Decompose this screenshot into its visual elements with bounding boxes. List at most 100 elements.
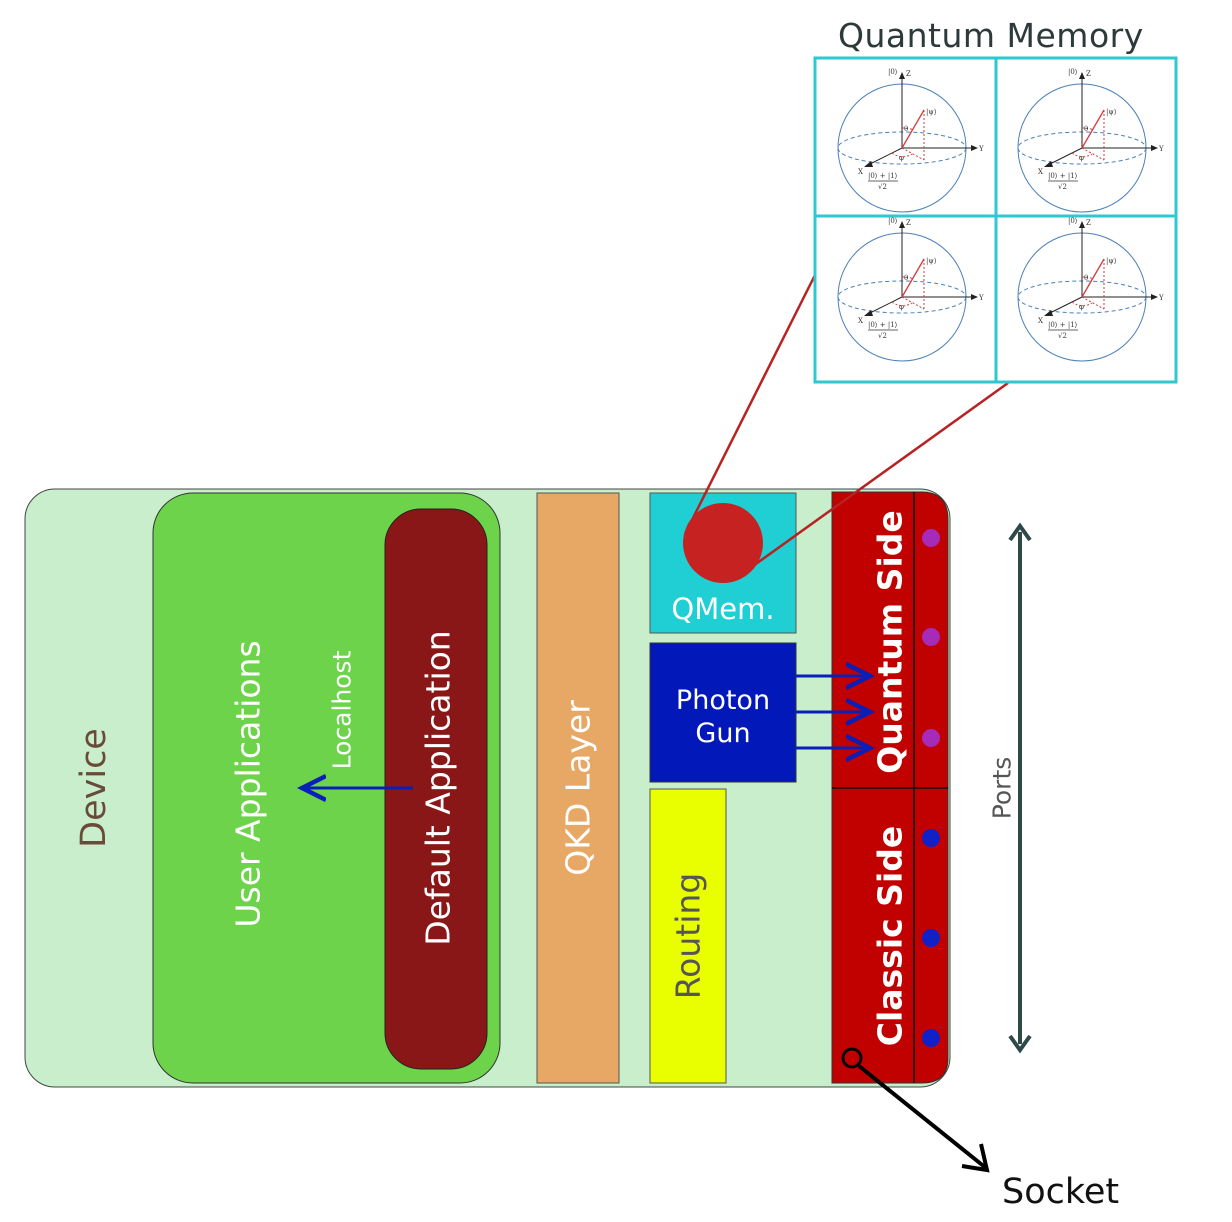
bloch-projection-base [1081, 147, 1105, 161]
bloch-z-arrowhead [1079, 72, 1085, 79]
bloch-y-arrowhead [1151, 294, 1158, 300]
bloch-z-arrowhead [1079, 221, 1085, 228]
bloch-label-z: Z [906, 70, 911, 78]
bloch-y-arrowhead [1151, 145, 1158, 151]
quantum-memory-title: Quantum Memory [838, 16, 1144, 55]
bloch-label-plus-numerator: |0⟩ + |1⟩ [1048, 172, 1078, 180]
bloch-x-arrowhead [1044, 161, 1053, 167]
bloch-spheres: |0⟩ Z Y X |ψ⟩ θ φ |0⟩ + |1⟩ √2 |0⟩ Z Y X |ψ⟩ θ φ |0⟩ + |… [837, 68, 1164, 362]
bloch-x-arrowhead [1044, 310, 1053, 316]
bloch-label-x: X [858, 317, 863, 325]
ports-arrow-head-top [1008, 522, 1032, 542]
socket-line [857, 1064, 988, 1170]
bloch-label-y: Y [1158, 145, 1164, 153]
bloch-label-y: Y [1158, 294, 1164, 302]
bloch-label-phi: φ [899, 303, 904, 311]
photon-gun-label: Photon Gun [650, 684, 796, 750]
quantum-side-label: Quantum Side [870, 510, 910, 774]
bloch-projection-base [901, 296, 925, 310]
bloch-label-theta: θ [1084, 125, 1088, 133]
bloch-projection-base [1081, 296, 1105, 310]
bloch-label-ket0: |0⟩ [888, 217, 898, 225]
bloch-state-vector [1081, 258, 1105, 298]
classic-side-label: Classic Side [870, 825, 910, 1047]
classic-port-1 [922, 829, 940, 847]
bloch-label-plus-denominator: √2 [878, 332, 887, 340]
device-label: Device [74, 728, 114, 848]
socket-arrow-head [961, 1143, 990, 1173]
bloch-label-y: Y [978, 145, 984, 153]
bloch-theta-arc [901, 276, 914, 280]
routing-box [649, 788, 727, 1084]
bloch-state-vector [901, 109, 925, 149]
bloch-label-psi: |ψ⟩ [1106, 257, 1117, 265]
routing-label: Routing [668, 872, 708, 1000]
localhost-label: Localhost [327, 650, 357, 770]
qkd-layer-box [536, 492, 620, 1084]
socket-connector [841, 1047, 863, 1069]
bloch-label-x: X [858, 168, 863, 176]
bloch-theta-arc [901, 127, 914, 131]
bloch-label-phi: φ [1079, 154, 1084, 162]
bloch-label-plus-numerator: |0⟩ + |1⟩ [1048, 321, 1078, 329]
bloch-sphere-2: |0⟩ Z Y X |ψ⟩ θ φ |0⟩ + |1⟩ √2 [1017, 68, 1164, 213]
bloch-label-ket0: |0⟩ [1068, 68, 1078, 76]
bloch-label-z: Z [1086, 70, 1091, 78]
bloch-label-plus-numerator: |0⟩ + |1⟩ [868, 172, 898, 180]
bloch-label-plus-denominator: √2 [1058, 183, 1067, 191]
ports-label: Ports [987, 756, 1017, 820]
bloch-sphere-1: |0⟩ Z Y X |ψ⟩ θ φ |0⟩ + |1⟩ √2 [837, 68, 984, 213]
qkd-layer-label: QKD Layer [558, 700, 598, 876]
bloch-z-arrowhead [899, 221, 905, 228]
bloch-label-plus-numerator: |0⟩ + |1⟩ [868, 321, 898, 329]
bloch-label-x: X [1038, 168, 1043, 176]
bloch-label-psi: |ψ⟩ [926, 257, 937, 265]
bloch-x-axis [1045, 147, 1083, 167]
bloch-x-axis [1045, 296, 1083, 316]
bloch-label-ket0: |0⟩ [888, 68, 898, 76]
user-applications-label: User Applications [228, 640, 268, 928]
photon-gun-label-line-2: Gun [695, 718, 751, 749]
bloch-label-z: Z [906, 219, 911, 227]
bloch-label-x: X [1038, 317, 1043, 325]
qmem-qubit-dot [683, 503, 763, 583]
bloch-phi-arc [891, 152, 913, 158]
quantum-port-2 [922, 628, 940, 646]
bloch-x-arrowhead [864, 161, 873, 167]
bloch-projection-base [901, 147, 925, 161]
ports-arrow-head-bottom [1008, 1034, 1032, 1054]
bloch-x-axis [865, 296, 903, 316]
default-application-label: Default Application [418, 630, 458, 946]
socket-label: Socket [1002, 1172, 1120, 1212]
bloch-label-phi: φ [899, 154, 904, 162]
qmem-label: QMem. [671, 592, 775, 626]
bloch-state-vector [901, 258, 925, 298]
quantum-port-1 [922, 529, 940, 547]
bloch-sphere-3: |0⟩ZYX|ψ⟩θφ|0⟩ + |1⟩√2 [837, 217, 984, 362]
bloch-label-theta: θ [904, 274, 908, 282]
bloch-label-psi: |ψ⟩ [1106, 108, 1117, 116]
bloch-z-arrowhead [899, 72, 905, 79]
bloch-theta-arc [1081, 276, 1094, 280]
bloch-y-arrowhead [971, 294, 978, 300]
bloch-phi-arc [1071, 301, 1093, 307]
bloch-label-psi: |ψ⟩ [926, 108, 937, 116]
photon-gun-label-line-1: Photon [675, 685, 771, 716]
bloch-label-plus-denominator: √2 [1058, 332, 1067, 340]
bloch-state-vector [1081, 109, 1105, 149]
zoom-line-right [752, 381, 1009, 568]
bloch-label-phi: φ [1079, 303, 1084, 311]
quantum-port-3 [922, 729, 940, 747]
photon-gun-box [649, 642, 797, 783]
bloch-label-theta: θ [904, 125, 908, 133]
bloch-label-theta: θ [1084, 274, 1088, 282]
bloch-x-arrowhead [864, 310, 873, 316]
bloch-label-plus-denominator: √2 [878, 183, 887, 191]
classic-port-2 [922, 929, 940, 947]
bloch-sphere-4: |0⟩ZYX|ψ⟩θφ|0⟩ + |1⟩√2 [1017, 217, 1164, 362]
bloch-label-ket0: |0⟩ [1068, 217, 1078, 225]
bloch-phi-arc [891, 301, 913, 307]
bloch-theta-arc [1081, 127, 1094, 131]
zoom-line-left [688, 274, 817, 525]
